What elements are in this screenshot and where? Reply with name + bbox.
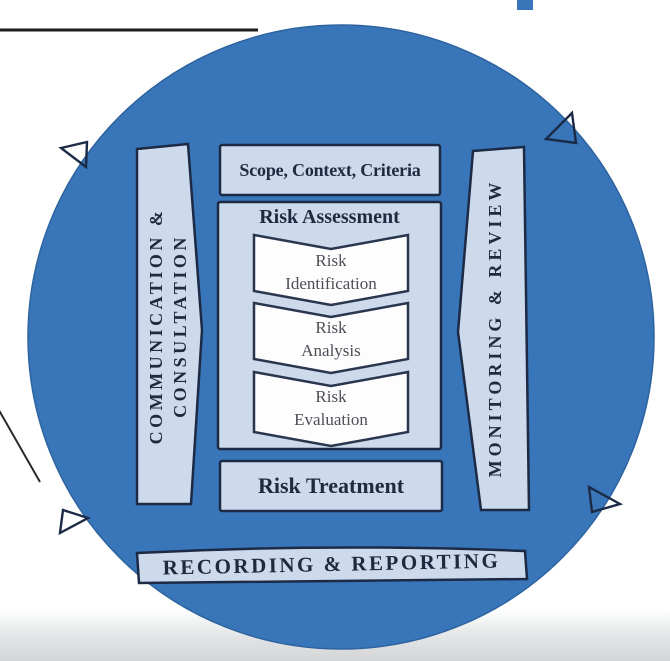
communication-consultation-label: COMMUNICATION & CONSULTATION bbox=[144, 136, 190, 516]
risk-analysis-chevron bbox=[252, 301, 410, 375]
risk-treatment-label: Risk Treatment bbox=[257, 473, 405, 499]
risk-evaluation-line1: Risk bbox=[315, 387, 347, 406]
communication-consultation-bar bbox=[135, 142, 204, 506]
flow-arrow-bottom-left-icon bbox=[58, 508, 92, 536]
risk-treatment-box bbox=[218, 459, 444, 513]
risk-identification-line1: Risk bbox=[315, 251, 347, 270]
risk-analysis-label: Risk Analysis bbox=[252, 316, 410, 366]
risk-evaluation-chevron bbox=[252, 370, 410, 448]
risk-identification-line2: Identification bbox=[285, 274, 377, 293]
risk-evaluation-label: Risk Evaluation bbox=[252, 385, 410, 435]
risk-identification-chevron bbox=[252, 233, 410, 307]
risk-evaluation-line2: Evaluation bbox=[294, 410, 368, 429]
flow-arrow-bottom-right-icon bbox=[587, 484, 624, 514]
recording-reporting-bar bbox=[135, 546, 529, 585]
risk-assessment-title: Risk Assessment bbox=[259, 206, 400, 228]
flow-arrow-top-right-icon bbox=[543, 110, 578, 145]
scope-context-criteria-box bbox=[218, 143, 442, 197]
communication-label-line2: CONSULTATION bbox=[170, 234, 190, 418]
bottom-left-diagonal-line bbox=[0, 409, 41, 483]
risk-analysis-line1: Risk bbox=[315, 318, 347, 337]
communication-label-line1: COMMUNICATION & bbox=[146, 207, 166, 445]
risk-identification-label: Risk Identification bbox=[252, 249, 410, 299]
flow-arrow-top-left-icon bbox=[58, 140, 89, 170]
scope-context-criteria-label: Scope, Context, Criteria bbox=[239, 159, 421, 180]
risk-analysis-line2: Analysis bbox=[301, 341, 361, 360]
monitoring-review-label: MONITORING & REVIEW bbox=[485, 178, 505, 478]
monitoring-review-bar bbox=[456, 145, 531, 512]
top-edge-fragment bbox=[517, 0, 533, 10]
